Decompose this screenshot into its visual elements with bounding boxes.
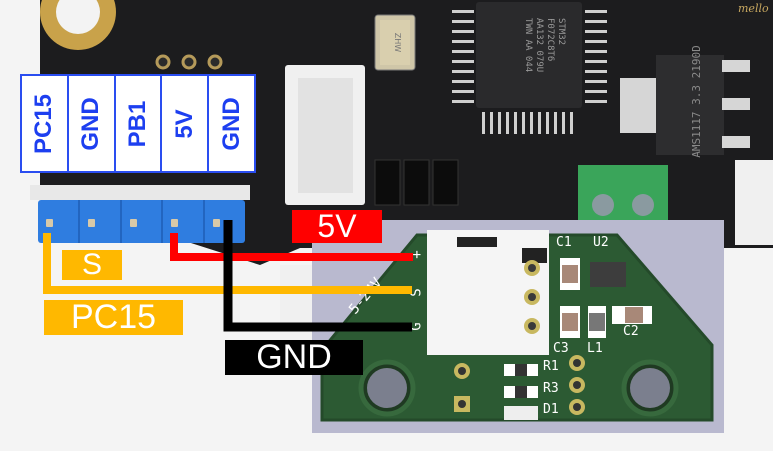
pin-label-cell: GND	[69, 76, 116, 171]
pin-header-2x3	[155, 54, 223, 70]
silk-r3: R3	[543, 381, 559, 396]
pin-icon	[171, 219, 179, 227]
pin-label-cell: 5V	[162, 76, 210, 171]
silk-c2: C2	[623, 324, 639, 339]
signal-wire	[43, 233, 412, 294]
pin-icon	[87, 219, 95, 227]
label-pc15: PC15	[44, 300, 183, 335]
brand-text: mello	[738, 2, 769, 15]
pin-gnd-2	[205, 200, 245, 243]
pin-pb1	[122, 200, 164, 243]
pin-icon	[213, 219, 221, 227]
label-s: S	[62, 250, 122, 280]
mcu-chip	[452, 2, 607, 134]
ground-wire	[223, 220, 412, 332]
smd-components	[504, 258, 652, 420]
pin-5v	[163, 200, 206, 243]
silk-l1: L1	[587, 341, 603, 356]
pin-label-cell: PB1	[116, 76, 163, 171]
header-body	[30, 185, 250, 200]
pin-icon	[46, 219, 53, 227]
pin-label-cell: PC15	[22, 76, 69, 171]
pin-label-panel: PC15 GND PB1 5V GND	[20, 74, 256, 173]
pin-icon	[129, 219, 137, 227]
terminal-block	[578, 165, 668, 220]
voltage-regulator	[620, 55, 750, 155]
pin-gnd	[80, 200, 122, 243]
silk-c3: C3	[553, 341, 569, 356]
silk-u2: U2	[593, 235, 609, 250]
silk-r1: R1	[543, 359, 559, 374]
header-sockets	[374, 159, 459, 206]
silk-d1: D1	[543, 402, 559, 417]
silk-c1: C1	[556, 235, 572, 250]
pin-pc15	[38, 200, 80, 243]
label-5v: 5V	[292, 210, 382, 243]
vcc-wire	[170, 233, 413, 261]
label-gnd: GND	[225, 340, 363, 375]
pin-header	[38, 200, 245, 243]
